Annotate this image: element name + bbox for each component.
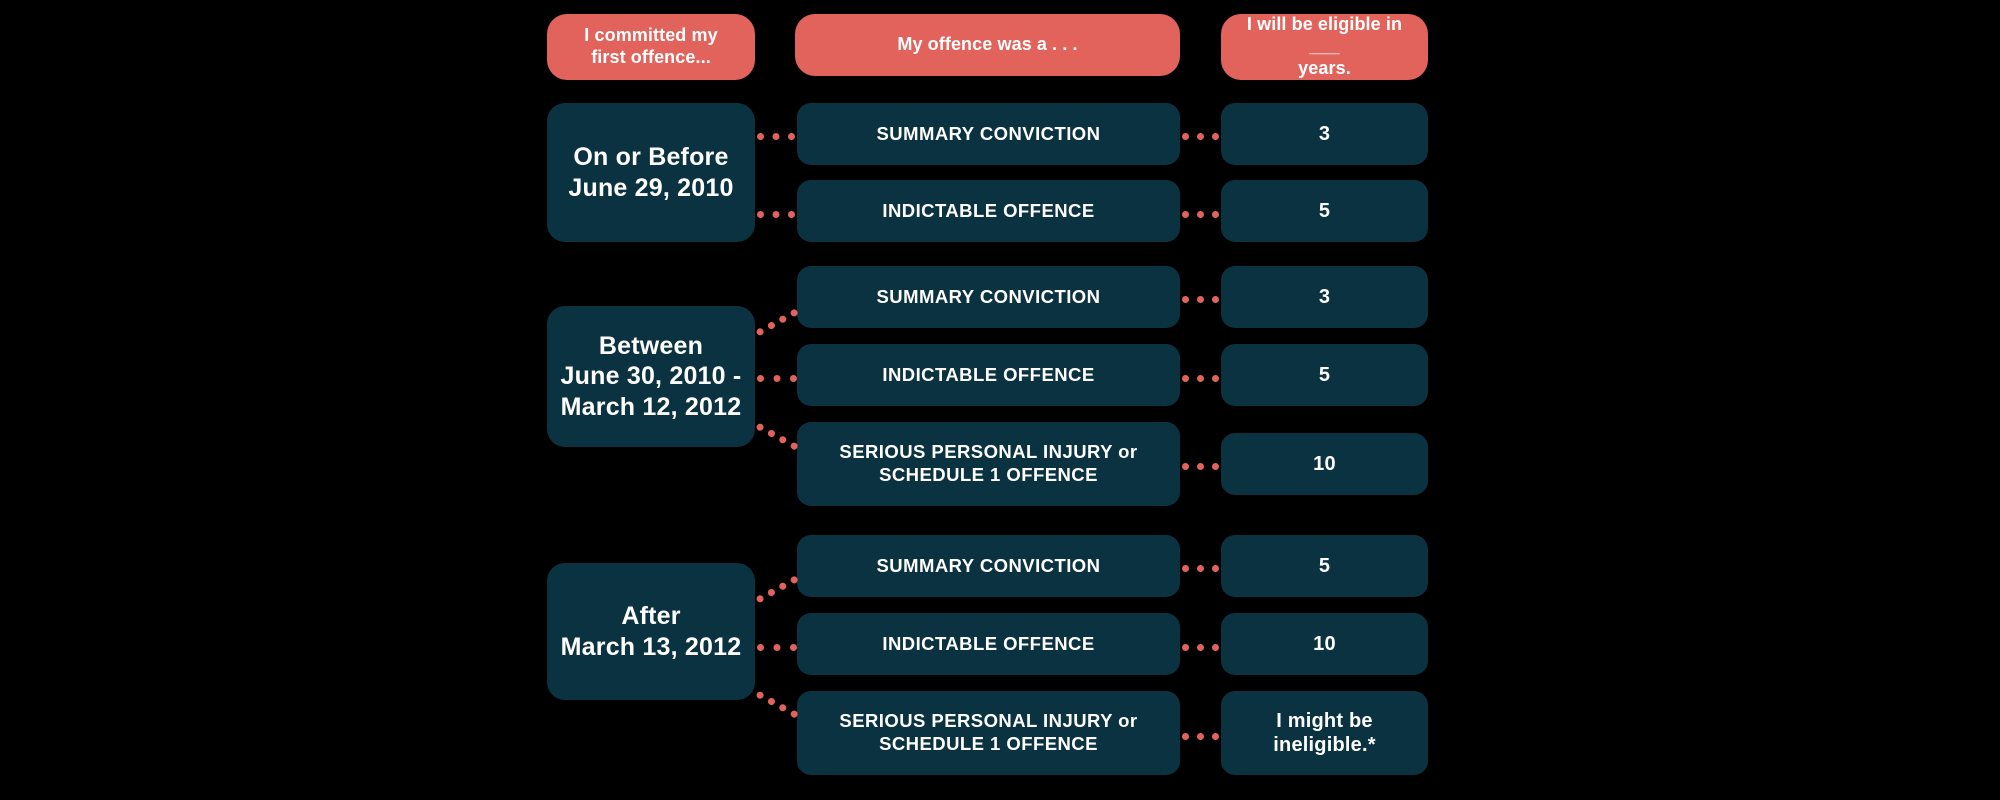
period-box-after-march-13-2012[interactable]: After March 13, 2012	[547, 563, 755, 700]
connector-g2-r3-years	[1182, 463, 1219, 470]
years-box-g1-r2[interactable]: 5	[1221, 180, 1428, 242]
header-offence-date: I committed my first offence...	[547, 14, 755, 80]
connector-g3-r3-years	[1182, 733, 1219, 740]
connector-g1-period-r2	[757, 211, 795, 218]
header-eligibility-wait: I will be eligible in ___ years.	[1221, 14, 1428, 80]
offence-box-g2-r2[interactable]: INDICTABLE OFFENCE	[797, 344, 1180, 406]
connector-g2-r2-years	[1182, 375, 1219, 382]
connector-g1-r2-years	[1182, 211, 1219, 218]
connector-g3-period-r2	[757, 644, 797, 651]
offence-box-g2-r3[interactable]: SERIOUS PERSONAL INJURY or SCHEDULE 1 OF…	[797, 422, 1180, 506]
offence-box-g3-r2[interactable]: INDICTABLE OFFENCE	[797, 613, 1180, 675]
connector-g2-period-r3	[755, 422, 799, 451]
header-offence-type: My offence was a . . .	[795, 14, 1180, 76]
years-box-g2-r1[interactable]: 3	[1221, 266, 1428, 328]
years-box-g2-r2[interactable]: 5	[1221, 344, 1428, 406]
years-box-g2-r3[interactable]: 10	[1221, 433, 1428, 495]
connector-g1-r1-years	[1182, 133, 1219, 140]
years-box-g3-r1[interactable]: 5	[1221, 535, 1428, 597]
years-box-g3-r3[interactable]: I might be ineligible.*	[1221, 691, 1428, 775]
connector-g3-period-r3	[755, 690, 799, 719]
connector-g3-r1-years	[1182, 565, 1219, 572]
offence-box-g1-r2[interactable]: INDICTABLE OFFENCE	[797, 180, 1180, 242]
connector-g3-period-r1	[755, 575, 799, 604]
years-box-g1-r1[interactable]: 3	[1221, 103, 1428, 165]
connector-g2-period-r2	[757, 375, 797, 382]
period-box-on-or-before-june-29-2010[interactable]: On or Before June 29, 2010	[547, 103, 755, 242]
connector-g2-r1-years	[1182, 296, 1219, 303]
offence-box-g2-r1[interactable]: SUMMARY CONVICTION	[797, 266, 1180, 328]
period-box-between-june-30-2010-march-12-2012[interactable]: Between June 30, 2010 - March 12, 2012	[547, 306, 755, 447]
offence-box-g3-r1[interactable]: SUMMARY CONVICTION	[797, 535, 1180, 597]
connector-g3-r2-years	[1182, 644, 1219, 651]
years-box-g3-r2[interactable]: 10	[1221, 613, 1428, 675]
connector-g2-period-r1	[755, 308, 799, 337]
connector-g1-period-r1	[757, 133, 795, 140]
offence-box-g1-r1[interactable]: SUMMARY CONVICTION	[797, 103, 1180, 165]
offence-box-g3-r3[interactable]: SERIOUS PERSONAL INJURY or SCHEDULE 1 OF…	[797, 691, 1180, 775]
